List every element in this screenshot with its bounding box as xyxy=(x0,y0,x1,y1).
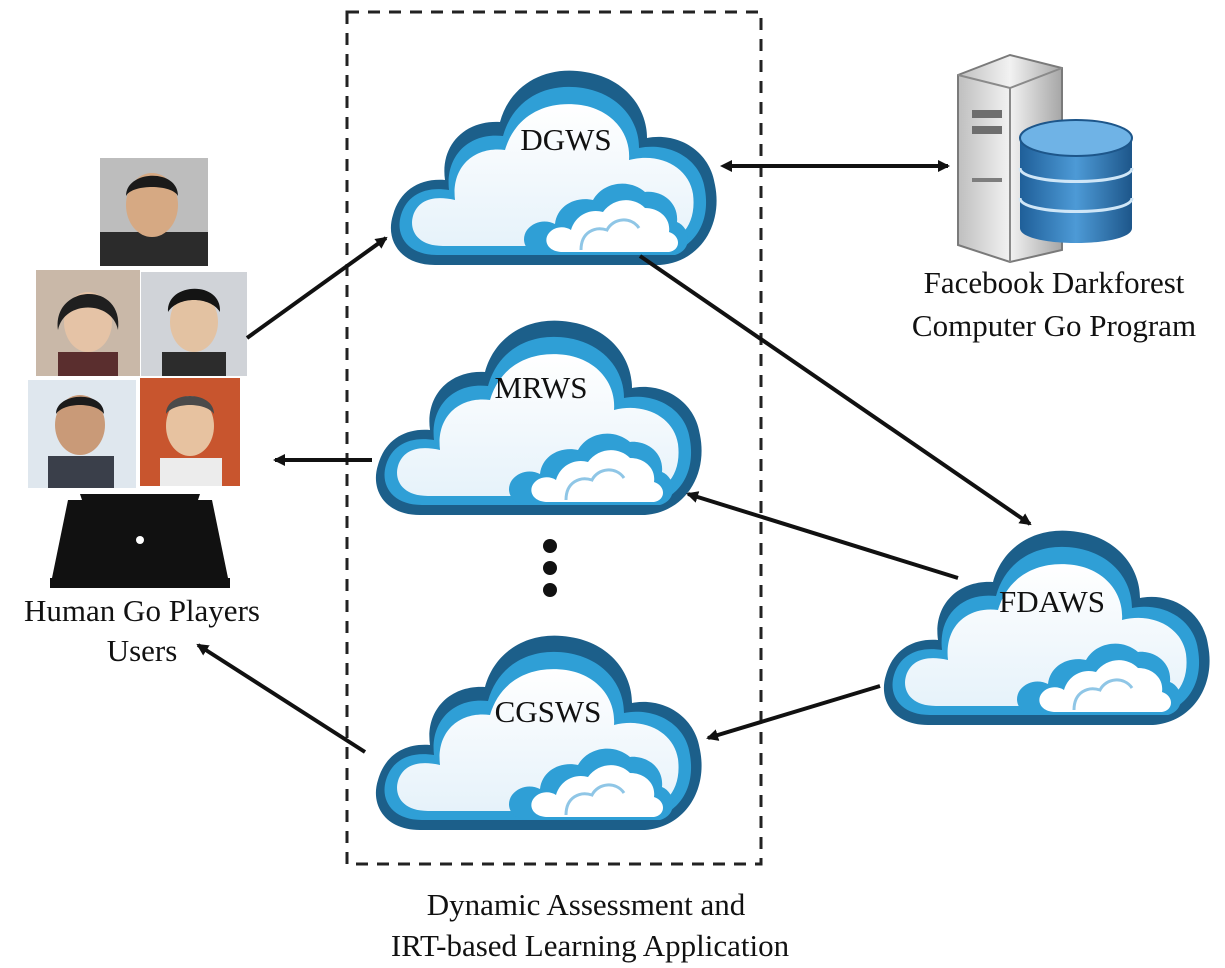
user-photos-icon xyxy=(28,158,247,488)
cloud-mrws-label: MRWS xyxy=(494,370,587,405)
cloud-fdaws: FDAWS xyxy=(882,529,1212,727)
cloud-dgws-label: DGWS xyxy=(520,122,611,157)
app-caption-line2: IRT-based Learning Application xyxy=(391,928,790,963)
ellipsis-dot xyxy=(543,583,557,597)
user-photo xyxy=(36,270,140,376)
ellipsis-dot xyxy=(543,561,557,575)
arrow-fdaws-to-mrws xyxy=(686,491,959,580)
cloud-mrws: MRWS xyxy=(374,319,704,517)
players-caption-line2: Users xyxy=(107,633,178,668)
cloud-cgsws-label: CGSWS xyxy=(495,694,602,729)
server-caption-line2: Computer Go Program xyxy=(912,308,1196,343)
cloud-dgws: DGWS xyxy=(389,69,719,267)
cloud-icon xyxy=(374,634,704,832)
arrow-fdaws-to-cgsws xyxy=(706,684,881,741)
app-caption-line1: Dynamic Assessment and xyxy=(427,887,746,922)
arrow-dgws-to-fdaws xyxy=(638,254,1032,526)
cloud-icon xyxy=(389,69,719,267)
cloud-icon xyxy=(882,529,1212,727)
application-boundary xyxy=(345,10,763,866)
laptop-icon xyxy=(50,494,230,588)
cloud-icon xyxy=(374,319,704,517)
server-caption-line1: Facebook Darkforest xyxy=(924,265,1185,300)
arrow-cgsws-to-users xyxy=(196,643,367,754)
user-photo xyxy=(140,378,240,486)
user-photo xyxy=(100,158,208,266)
arrow-users-to-dgws xyxy=(245,236,388,340)
user-photo xyxy=(141,272,247,376)
players-caption-line1: Human Go Players xyxy=(24,593,260,628)
cloud-fdaws-label: FDAWS xyxy=(999,584,1105,619)
user-photo xyxy=(28,380,136,488)
cloud-cgsws: CGSWS xyxy=(374,634,704,832)
database-icon xyxy=(1018,119,1134,243)
ellipsis-dots xyxy=(543,539,557,597)
ellipsis-dot xyxy=(543,539,557,553)
